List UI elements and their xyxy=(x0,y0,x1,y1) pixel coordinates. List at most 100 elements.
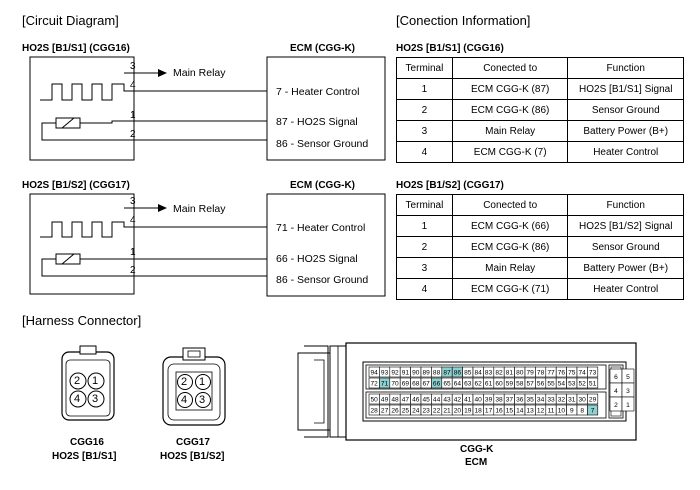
header-function: Function xyxy=(567,57,684,79)
ecm-pin-number: 17 xyxy=(485,408,493,415)
ecm-pin-number: 70 xyxy=(391,381,399,388)
ecm-pin-number: 42 xyxy=(454,397,462,404)
ecm-pin-number: 10 xyxy=(558,408,566,415)
header-terminal: Terminal xyxy=(396,194,453,216)
ecm-pin-number: 43 xyxy=(443,397,451,404)
circuit1-ecm-box xyxy=(266,56,386,161)
ecm-side-pin-number: 4 xyxy=(614,388,618,395)
ecm-pin-number: 8 xyxy=(580,408,584,415)
circuit2-wire-pin2: 2 xyxy=(130,265,136,276)
cgg16-pin-1: 1 xyxy=(92,375,99,387)
circuit1-heater-wire xyxy=(40,83,267,101)
circuit1-main-relay-label: Main Relay xyxy=(173,67,226,79)
ecm-pin-number: 90 xyxy=(412,370,420,377)
cgg17-connector xyxy=(162,347,226,426)
table-cell: Battery Power (B+) xyxy=(567,257,684,279)
header-connected-to: Conected to xyxy=(451,57,569,79)
ecm-pin-number: 76 xyxy=(558,370,566,377)
ecm-pin-number: 11 xyxy=(548,408,555,415)
cgg16-pin-2: 2 xyxy=(74,375,81,387)
table-cell: HO2S [B1/S2] Signal xyxy=(567,215,684,237)
header-terminal: Terminal xyxy=(396,57,453,79)
circuit2-wire-pin3: 3 xyxy=(130,196,136,207)
table-cell: ECM CGG-K (71) xyxy=(451,278,569,300)
table-cell: ECM CGG-K (87) xyxy=(451,78,569,100)
cgg17-pin-2: 2 xyxy=(181,376,188,388)
ecm-pin-number: 84 xyxy=(475,370,483,377)
ecm-connector-name: CGG-K xyxy=(460,444,494,455)
circuit1-ecm-ground-pin: 86 - Sensor Ground xyxy=(276,138,369,150)
table-cell: 3 xyxy=(396,120,453,142)
ecm-pin-number: 39 xyxy=(485,397,493,404)
ecm-pin-number: 45 xyxy=(423,397,431,404)
table-cell: 1 xyxy=(396,215,453,237)
circuit2-ecm-heater-pin: 71 - Heater Control xyxy=(276,222,366,234)
table-cell: HO2S [B1/S1] Signal xyxy=(567,78,684,100)
ecm-pin-number: 65 xyxy=(443,381,451,388)
table-cell: Heater Control xyxy=(567,141,684,163)
cgg17-pin-3: 3 xyxy=(199,394,206,406)
circuit1-wire-pin3: 3 xyxy=(130,61,136,72)
table-cell: ECM CGG-K (86) xyxy=(451,99,569,121)
circuit2-sensor-title: HO2S [B1/S2] (CGG17) xyxy=(22,180,130,191)
harness-connector-heading: [Harness Connector] xyxy=(22,313,142,328)
ecm-pin-number: 30 xyxy=(579,397,587,404)
ecm-pin-number: 62 xyxy=(475,381,483,388)
cgg17-desc: HO2S [B1/S2] xyxy=(160,451,225,462)
circuit2-ecm-box xyxy=(266,193,386,297)
ecm-pin-number: 20 xyxy=(454,408,462,415)
table-cell: 4 xyxy=(396,141,453,163)
ecm-pin-number: 54 xyxy=(558,381,566,388)
ecm-pin-number: 82 xyxy=(495,370,503,377)
table-cell: Sensor Ground xyxy=(567,236,684,258)
ecm-pin-number: 89 xyxy=(423,370,431,377)
ecm-pin-cell xyxy=(587,377,599,389)
cgg16-connector xyxy=(61,345,115,421)
circuit1-wire-pin1: 1 xyxy=(130,110,136,121)
ecm-pin-number: 46 xyxy=(412,397,420,404)
ecm-pin-number: 86 xyxy=(454,370,462,377)
circuit2-sensor-box xyxy=(29,193,135,295)
cgg16-name: CGG16 xyxy=(70,437,104,448)
circuit2-wire-pin4: 4 xyxy=(130,215,136,226)
ecm-pin-number: 67 xyxy=(423,381,431,388)
ecm-pin-number: 66 xyxy=(433,381,441,388)
table-header-row: Terminal Conected to Function xyxy=(396,57,684,79)
header-connected-to: Conected to xyxy=(451,194,569,216)
circuit2-ecm-ground-pin: 86 - Sensor Ground xyxy=(276,274,369,286)
ecm-pin-number: 77 xyxy=(547,370,555,377)
circuit2-main-relay-label: Main Relay xyxy=(173,203,226,215)
table-cell: 4 xyxy=(396,278,453,300)
ecm-pin-number: 79 xyxy=(527,370,535,377)
cgg17-name: CGG17 xyxy=(176,437,210,448)
ecm-pin-number: 55 xyxy=(547,381,555,388)
circuit2-ecm-title: ECM (CGG-K) xyxy=(290,180,355,191)
ecm-pin-number: 12 xyxy=(537,408,545,415)
ecm-side-pin-number: 3 xyxy=(626,388,630,395)
ecm-side-pin-number: 6 xyxy=(614,374,618,381)
circuit1-wire-pin2: 2 xyxy=(130,129,136,140)
ecm-pin-number: 18 xyxy=(475,408,483,415)
ecm-pin-number: 21 xyxy=(443,408,451,415)
table-cell: 2 xyxy=(396,236,453,258)
ecm-pin-number: 94 xyxy=(371,370,379,377)
table-cell: Battery Power (B+) xyxy=(567,120,684,142)
ecm-pin-number: 33 xyxy=(547,397,555,404)
ecm-pin-number: 15 xyxy=(506,408,514,415)
ecm-side-pin-number: 2 xyxy=(614,402,618,409)
ecm-pin-number: 37 xyxy=(506,397,514,404)
table2-title: HO2S [B1/S2] (CGG17) xyxy=(396,180,504,191)
ecm-pin-number: 16 xyxy=(495,408,503,415)
ecm-connector-body xyxy=(297,342,637,441)
ecm-pin-number: 60 xyxy=(495,381,503,388)
table1-title: HO2S [B1/S1] (CGG16) xyxy=(396,43,504,54)
cgg16-desc: HO2S [B1/S1] xyxy=(52,451,117,462)
